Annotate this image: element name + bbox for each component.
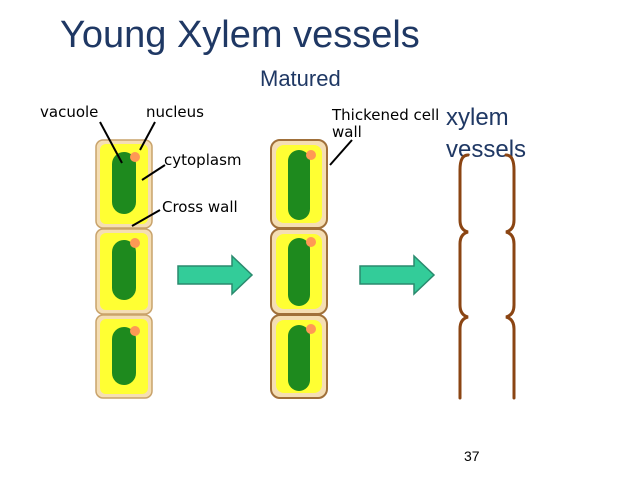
slide-title: Young Xylem vessels (60, 14, 420, 56)
right-arrow-icon (359, 254, 436, 296)
xylem-label: xylem (446, 104, 509, 131)
nucleus-2 (130, 238, 140, 248)
young-cell-1 (95, 139, 153, 229)
nucleus-label: nucleus (146, 103, 204, 121)
young-cell-3 (95, 314, 153, 399)
xylem-vessel-walls (458, 153, 516, 400)
young-cell-2 (95, 228, 153, 315)
matured-label: Matured (260, 66, 341, 91)
page-number: 37 (464, 448, 480, 464)
vacuole-3 (112, 327, 136, 385)
matured-cell-3 (270, 314, 328, 399)
young-pointers (99, 121, 166, 227)
vacuole-label: vacuole (40, 103, 99, 121)
thickened-cell-label: Thickened cell (332, 106, 440, 124)
cytoplasm-label: cytoplasm (164, 151, 242, 169)
thickened-pointer (329, 139, 353, 166)
young-cells (95, 139, 153, 399)
cross-wall-label: Cross wall (162, 198, 238, 216)
nucleus-3 (130, 326, 140, 336)
vacuole-1 (112, 152, 136, 214)
nucleus-1 (130, 152, 140, 162)
matured-cell-1 (270, 139, 328, 229)
thickened-wall-label: wall (332, 123, 362, 141)
matured-cell-2 (270, 228, 328, 315)
vacuole-2 (112, 240, 136, 300)
matured-cells (270, 139, 328, 399)
right-arrow-icon (177, 254, 254, 296)
